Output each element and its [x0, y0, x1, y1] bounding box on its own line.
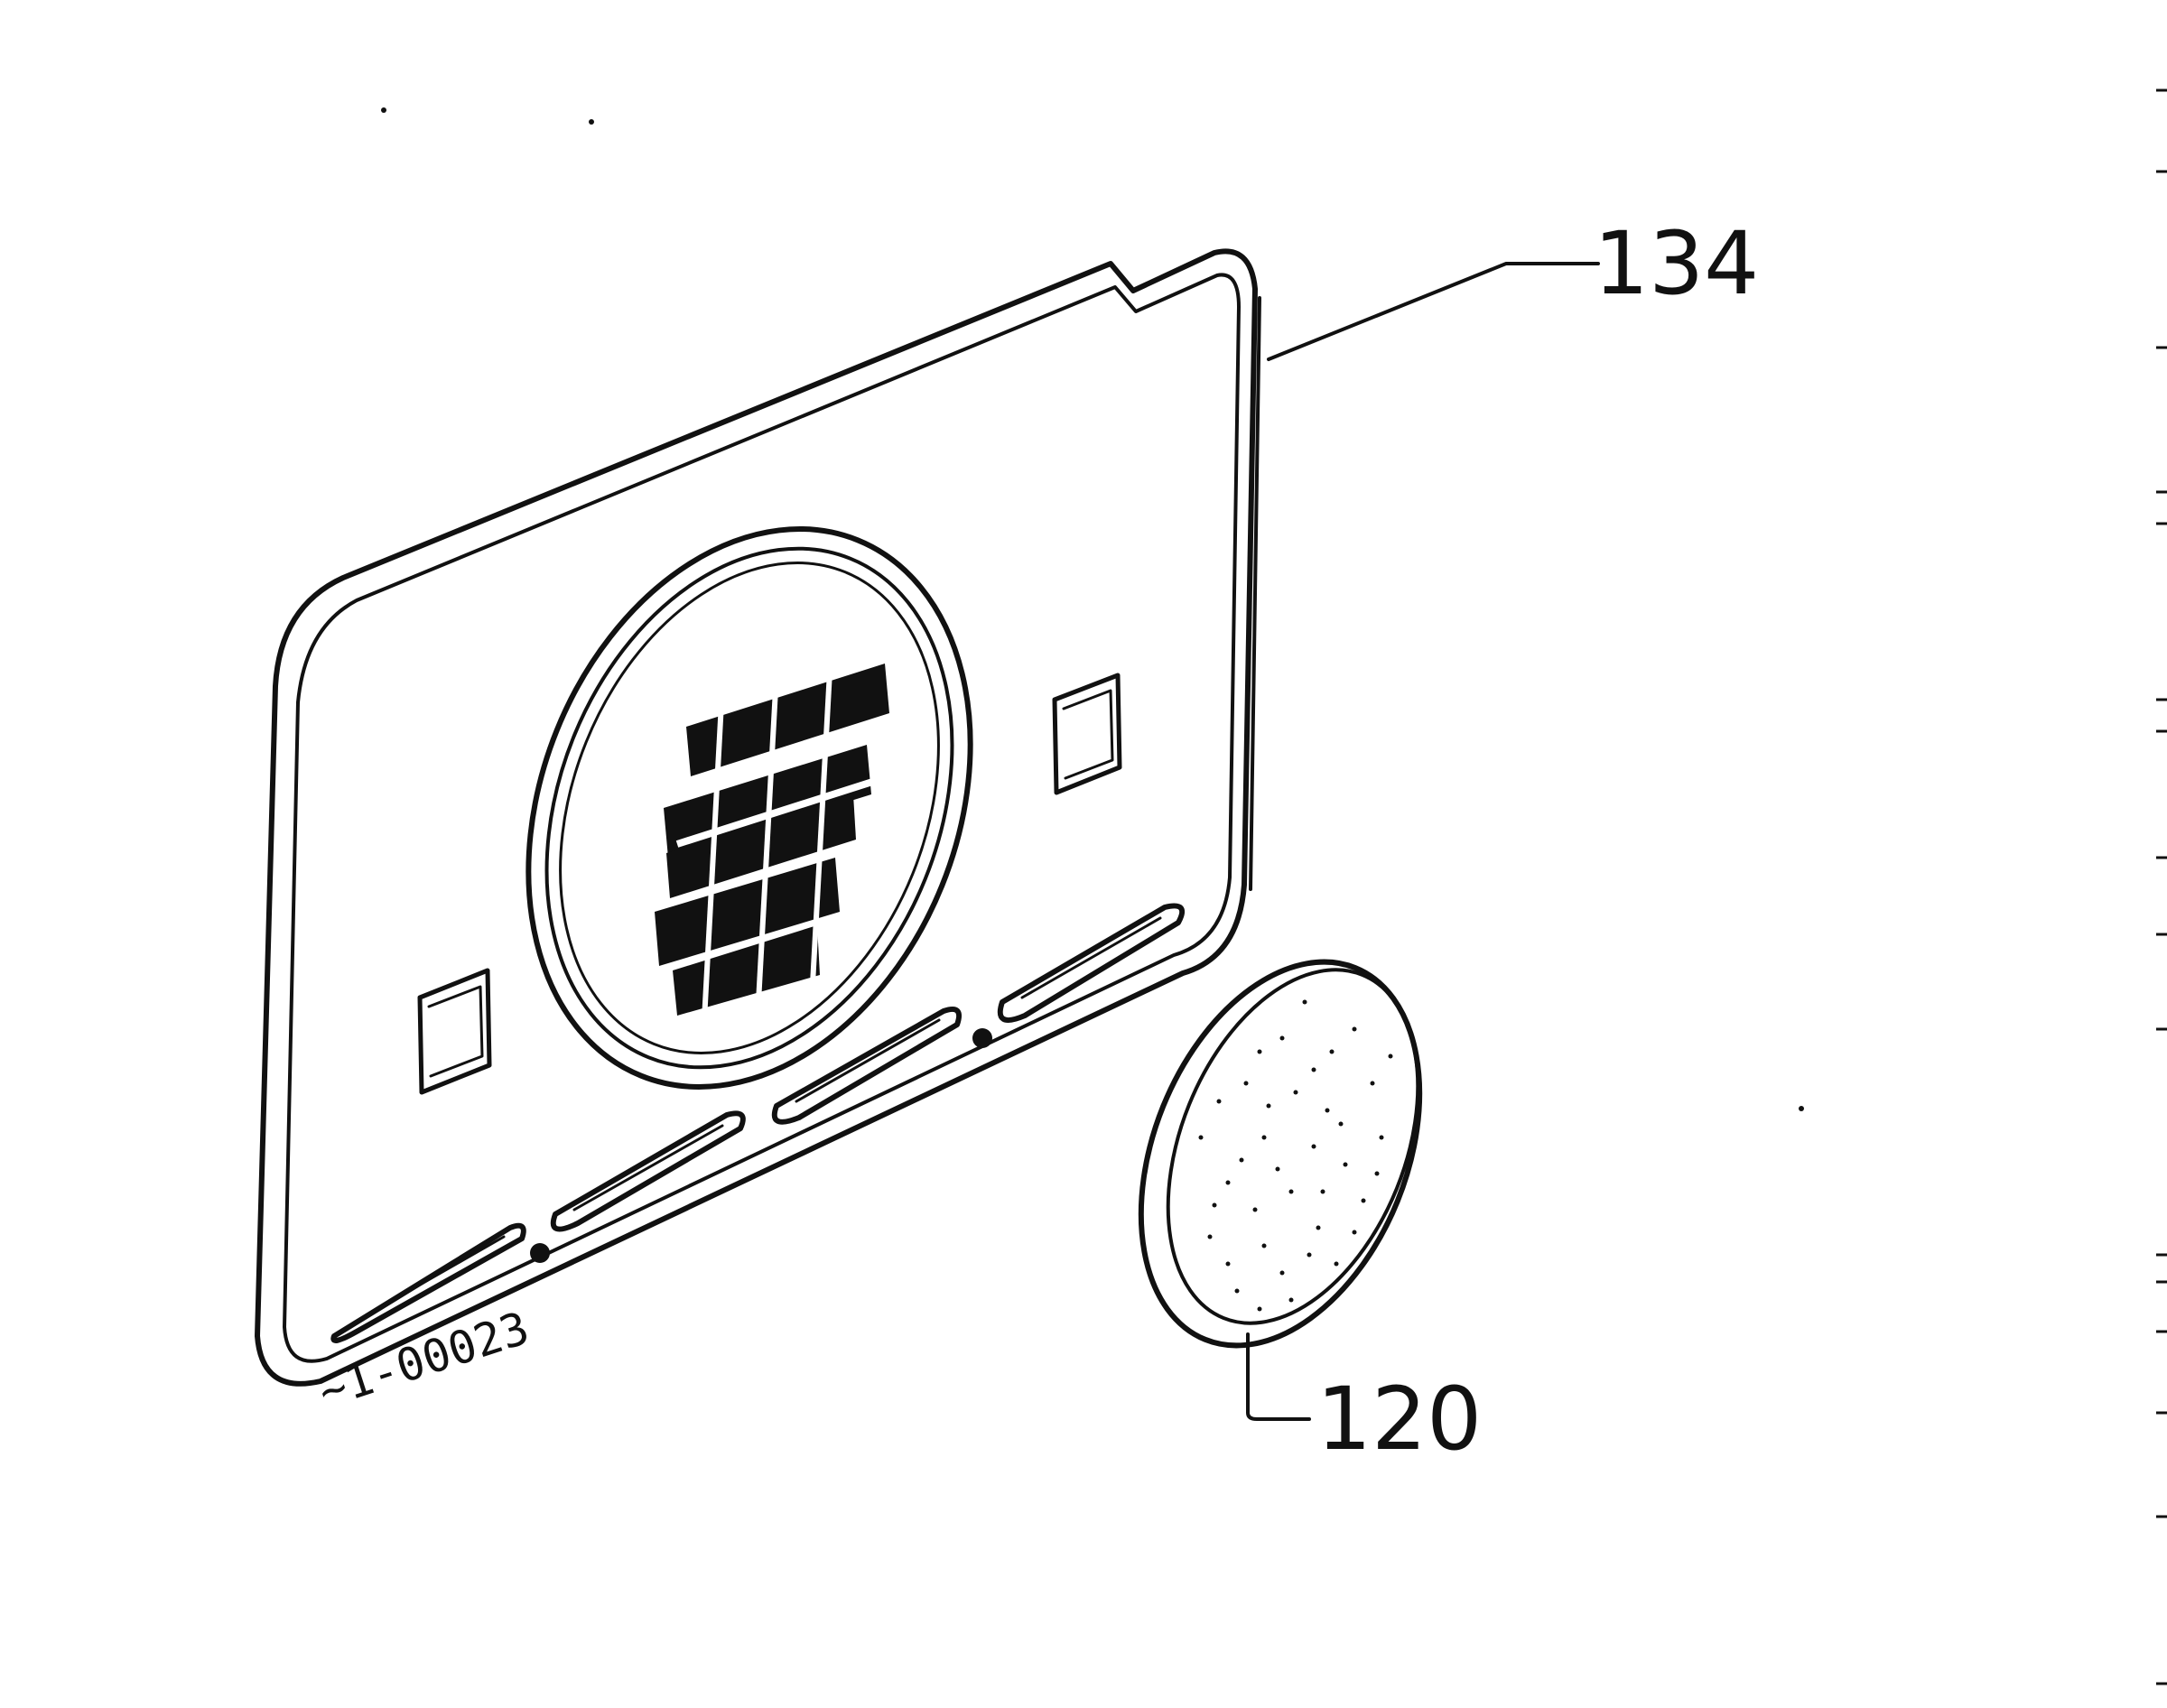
- cover-plate-edge: [283, 273, 1241, 1363]
- cover-plate: ~1-00023: [255, 248, 1261, 1419]
- logo-emblem: [525, 526, 973, 1090]
- logo-mark: [655, 654, 891, 1021]
- cover-plate-depth-edge: [1249, 296, 1261, 891]
- slot-1: [330, 1222, 526, 1343]
- filter-disc: [1138, 959, 1423, 1349]
- cover-plate-outline: [255, 248, 1258, 1387]
- dot-1: [530, 1243, 550, 1263]
- dot-2: [972, 1028, 992, 1048]
- label-120: 120: [1316, 1369, 1482, 1470]
- slot-4: [997, 903, 1185, 1023]
- scan-specks: [381, 107, 1804, 1111]
- leader-line-134: [1267, 262, 1600, 361]
- square-hole-right: [1052, 673, 1122, 795]
- edge-tick-marks: [2156, 88, 2167, 1685]
- label-134: 134: [1594, 213, 1759, 314]
- slot-3: [771, 1006, 963, 1125]
- filter-mesh: [1198, 999, 1393, 1312]
- slot-2: [550, 1110, 746, 1232]
- square-hole-left: [417, 968, 492, 1095]
- leader-line-120: [1246, 1332, 1311, 1421]
- part-code: ~1-00023: [312, 1302, 535, 1419]
